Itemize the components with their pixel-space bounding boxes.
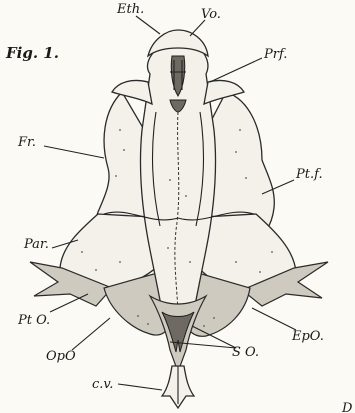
label-eth: Eth. — [117, 3, 144, 16]
label-ptf: Pt.f. — [296, 168, 323, 181]
figure-label: Fig. 1. — [6, 46, 59, 61]
label-vo: Vo. — [201, 8, 221, 21]
label-prf: Prf. — [264, 48, 287, 61]
label-pto: Pt O. — [18, 314, 50, 327]
label-fr: Fr. — [18, 136, 36, 149]
label-cv: c.v. — [92, 378, 113, 391]
label-so: S O. — [232, 346, 259, 359]
corner-mark: D — [342, 402, 352, 413]
label-par: Par. — [24, 238, 49, 251]
label-opo: OpO — [46, 350, 76, 363]
label-epo: EpO. — [292, 330, 324, 343]
